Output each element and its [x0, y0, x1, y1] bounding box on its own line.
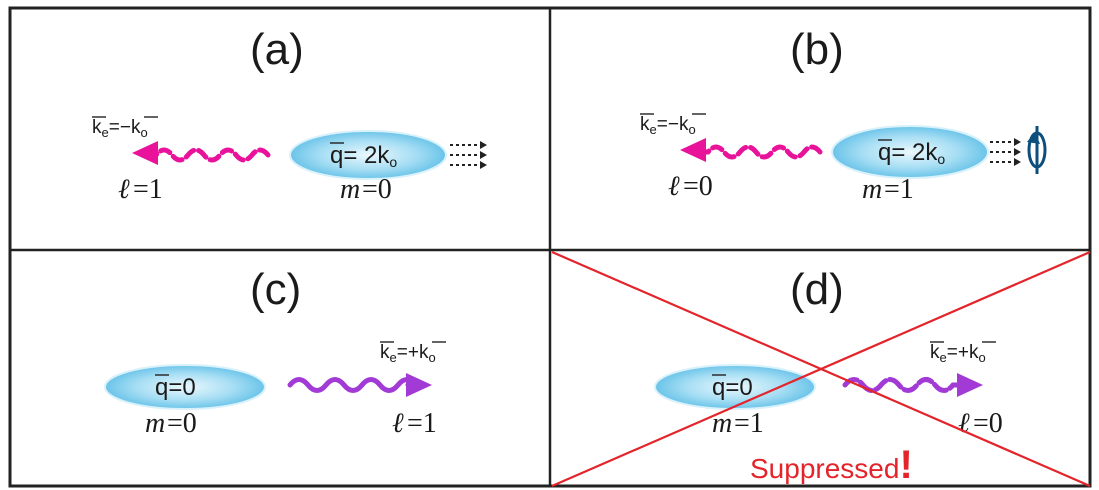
- svg-text:q=0: q=0: [155, 374, 196, 401]
- svg-text:=1: =1: [884, 174, 914, 205]
- photon-wavevector-label: ke=−ko: [92, 116, 158, 140]
- svg-text:q= 2ko: q= 2ko: [330, 142, 397, 170]
- svg-text:m: m: [862, 174, 882, 205]
- panel-title: (b): [790, 25, 844, 74]
- atom-cloud: [104, 364, 266, 410]
- magnetic-quantum-label: m =0: [145, 408, 197, 439]
- angular-momentum-label: ℓ =0: [958, 408, 1003, 439]
- emitted-photon: [842, 373, 983, 397]
- svg-text:=0: =0: [167, 408, 197, 439]
- momentum-label: q= 2ko: [330, 142, 397, 170]
- atom-cloud: [654, 364, 816, 410]
- svg-text:=0: =0: [973, 408, 1003, 439]
- momentum-label: q=0: [712, 374, 753, 401]
- panel-d: (d) q=0 m =1 ke=+ko ℓ =0 Suppressed!: [551, 250, 1091, 488]
- svg-text:ke=−ko: ke=−ko: [640, 114, 696, 137]
- svg-text:m: m: [340, 174, 360, 205]
- svg-text:q=0: q=0: [712, 374, 753, 401]
- panel-title: (c): [250, 265, 301, 314]
- magnetic-quantum-label: m =1: [712, 408, 764, 439]
- svg-text:ke=−ko: ke=−ko: [92, 117, 148, 140]
- emitted-photon: [680, 138, 823, 162]
- panel-a: (a) ke=−ko ℓ =1 q= 2ko m: [92, 25, 487, 205]
- angular-momentum-label: ℓ =1: [118, 174, 163, 205]
- svg-text:=1: =1: [133, 174, 163, 205]
- svg-text:m: m: [145, 408, 165, 439]
- magnetic-quantum-label: m =0: [340, 174, 392, 205]
- panel-b: (b) ke=−ko ℓ =0 q= 2ko: [640, 25, 1047, 205]
- recoil-arrows: [450, 141, 487, 169]
- svg-text:=0: =0: [683, 171, 713, 202]
- svg-text:ℓ: ℓ: [392, 408, 404, 439]
- magnetic-quantum-label: m =1: [862, 174, 914, 205]
- svg-text:m: m: [712, 408, 732, 439]
- svg-text:q= 2ko: q= 2ko: [878, 139, 945, 167]
- suppressed-cross: [551, 250, 1091, 488]
- atom-cloud: [289, 130, 447, 180]
- photon-wavevector-label: ke=+ko: [380, 341, 446, 365]
- angular-momentum-label: ℓ =0: [668, 171, 713, 202]
- photon-wavevector-label: ke=+ko: [930, 341, 996, 365]
- atom-cloud: [831, 125, 989, 179]
- panel-title: (a): [250, 25, 304, 74]
- svg-text:=0: =0: [362, 174, 392, 205]
- angular-momentum-label: ℓ =1: [392, 408, 437, 439]
- emitted-photon: [287, 373, 432, 397]
- recoil-arrows: [990, 138, 1021, 166]
- momentum-label: q=0: [155, 374, 196, 401]
- suppressed-label: Suppressed!: [750, 443, 913, 487]
- svg-text:ℓ: ℓ: [958, 408, 970, 439]
- emitted-photon: [132, 141, 271, 165]
- momentum-label: q= 2ko: [878, 139, 945, 167]
- svg-text:ℓ: ℓ: [668, 171, 680, 202]
- photon-wavevector-label: ke=−ko: [640, 113, 706, 137]
- panel-title: (d): [790, 265, 844, 314]
- rotation-arrow-icon: [1027, 126, 1047, 174]
- svg-text:=1: =1: [407, 408, 437, 439]
- svg-text:ke=+ko: ke=+ko: [930, 342, 986, 365]
- panel-c: (c) q=0 m =0 ke=+ko ℓ =1: [104, 265, 446, 439]
- svg-text:ℓ: ℓ: [118, 174, 130, 205]
- svg-text:=1: =1: [734, 408, 764, 439]
- svg-text:ke=+ko: ke=+ko: [380, 342, 436, 365]
